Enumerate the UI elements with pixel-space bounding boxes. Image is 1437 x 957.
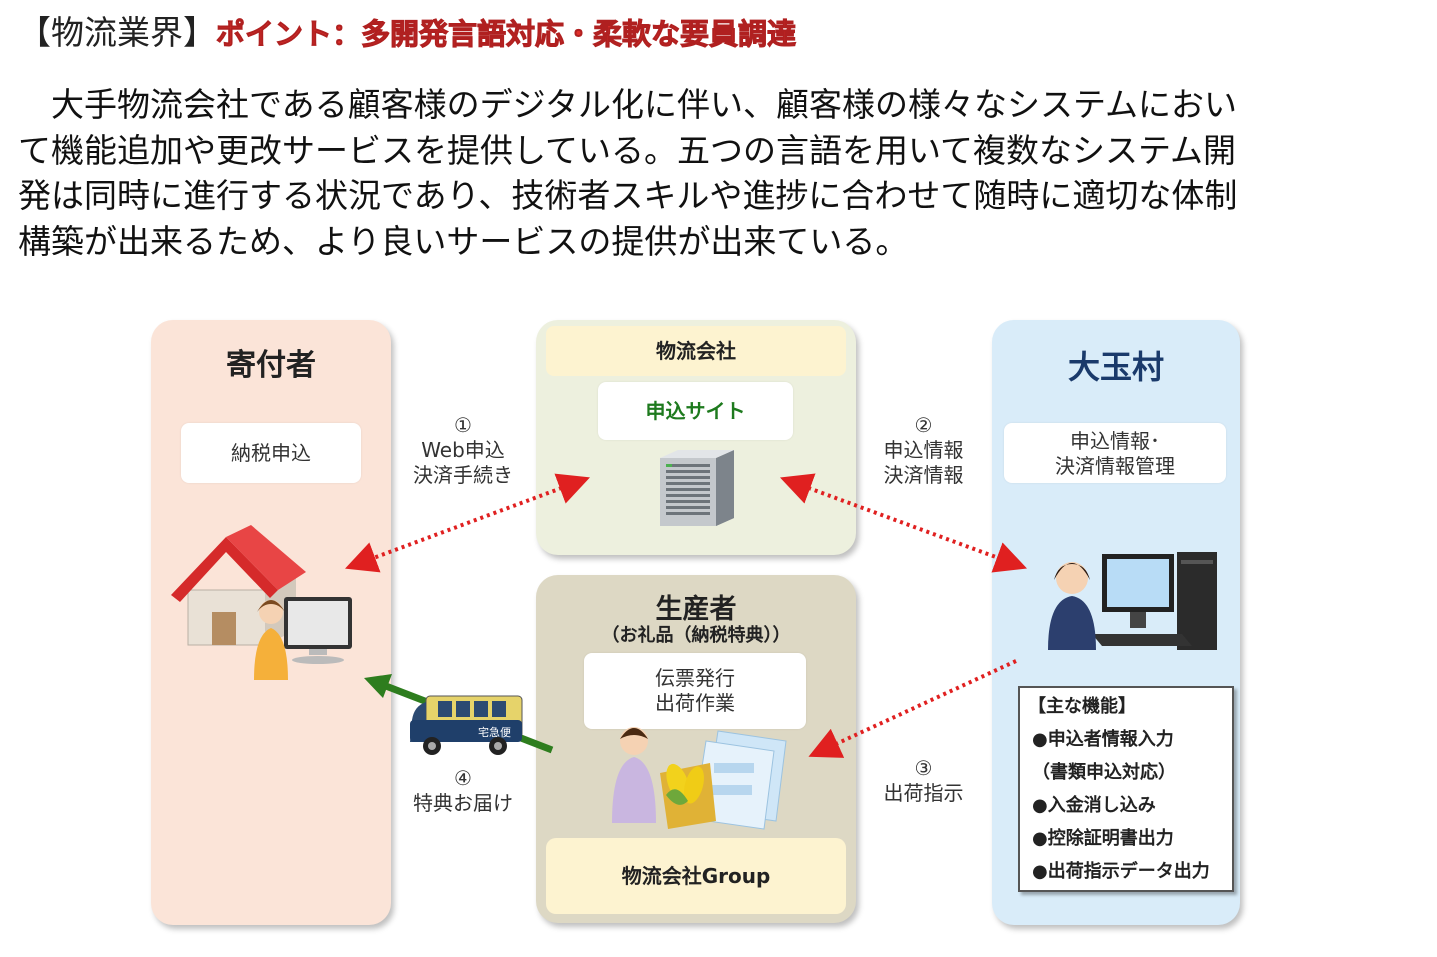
description-line: て機能追加や更改サービスを提供している。五つの言語を用いて複数なシステム開	[18, 130, 1237, 170]
step-2-number: ②	[914, 413, 933, 437]
heading-point: ポイント：多開発言語対応・柔軟な要員調達	[215, 17, 797, 52]
staff-body-icon	[1048, 596, 1096, 650]
info-management-box: 申込情報･ 決済情報管理	[1004, 423, 1226, 483]
step-4-label: ④ 特典お届け	[403, 766, 523, 816]
server-icon	[660, 450, 734, 526]
logistics-group-bar: 物流会社Group	[546, 838, 846, 914]
info-management-line1: 申込情報･	[1070, 429, 1160, 453]
function-item: ●控除証明書出力	[1032, 828, 1174, 849]
donor-person-body-icon	[254, 628, 288, 680]
donor-person-head-icon	[259, 600, 283, 624]
step-4-line1: 特典お届け	[413, 791, 513, 815]
application-site-label: 申込サイト	[645, 399, 746, 423]
step-2-line1: 申込情報	[883, 438, 964, 462]
application-site-box: 申込サイト	[598, 382, 793, 440]
description-line: 発は同時に進行する状況であり、技術者スキルや進捗に合わせて随時に適切な体制	[18, 176, 1238, 215]
step-2-label: ② 申込情報 決済情報	[866, 413, 981, 488]
step-3-number: ③	[914, 756, 933, 780]
step-1-line1: Web申込	[421, 438, 505, 462]
producer-illustration	[612, 727, 787, 830]
donor-home-illustration	[171, 525, 352, 680]
description-line: 大手物流会社である顧客様のデジタル化に伴い、顧客様の様々なシステムにおい	[18, 85, 1238, 124]
staff-head-icon	[1056, 562, 1088, 594]
section-heading: 【物流業界】ポイント：多開発言語対応・柔軟な要員調達	[18, 6, 797, 54]
step-1-line2: 決済手続き	[413, 463, 513, 487]
step-1-number: ①	[454, 413, 472, 437]
producer-person-body-icon	[612, 757, 656, 823]
village-title: 大玉村	[1067, 348, 1164, 386]
logistics-group-label: 物流会社Group	[621, 864, 771, 888]
heading-title: 【物流業界】	[18, 13, 216, 52]
step-1-label: ① Web申込 決済手続き	[403, 413, 523, 488]
function-item: （書類申込対応）	[1032, 762, 1176, 783]
function-item: ●申込者情報入力	[1032, 729, 1174, 750]
donor-title: 寄付者	[226, 348, 316, 383]
functions-title: 【主な機能】	[1028, 696, 1136, 717]
logistics-panel: 物流会社 申込サイト	[536, 320, 856, 555]
producer-panel: 生産者 （お礼品（納税特典）） 伝票発行 出荷作業 物流会社Group	[536, 575, 856, 923]
staff-pc-illustration	[1048, 552, 1217, 650]
tax-application-box: 納税申込	[181, 423, 361, 483]
main-functions-box: 【主な機能】 ●申込者情報入力 （書類申込対応） ●入金消し込み ●控除証明書出…	[1018, 686, 1234, 892]
pc-tower-icon	[1177, 552, 1217, 650]
function-item: ●出荷指示データ出力	[1032, 861, 1210, 882]
tax-application-label: 納税申込	[231, 441, 311, 465]
info-management-line2: 決済情報管理	[1055, 454, 1175, 478]
step-3-label: ③ 出荷指示	[866, 756, 981, 806]
house-roof-icon	[171, 537, 278, 602]
step-2-line2: 決済情報	[883, 463, 964, 487]
description-paragraph: 大手物流会社である顧客様のデジタル化に伴い、顧客様の様々なシステムにおい て機能…	[18, 82, 1428, 264]
logistics-title-bar: 物流会社	[546, 326, 846, 376]
shipping-work-line2: 出荷作業	[655, 691, 735, 715]
step-4-number: ④	[454, 766, 472, 790]
village-panel: 大玉村 申込情報･ 決済情報管理 【主な機能】 ●申込者情報入力 （書類申込対応…	[992, 320, 1240, 925]
logistics-title: 物流会社	[656, 339, 736, 363]
producer-subtitle: （お礼品（納税特典））	[601, 625, 791, 646]
house-door-icon	[212, 612, 236, 645]
description-line: 構築が出来るため、より良いサービスの提供が出来ている。	[18, 221, 909, 261]
delivery-truck-icon: 宅急便	[410, 695, 523, 755]
function-item: ●入金消し込み	[1032, 795, 1156, 816]
truck-text: 宅急便	[478, 725, 511, 739]
shipping-work-box: 伝票発行 出荷作業	[584, 653, 806, 729]
shipping-work-line1: 伝票発行	[655, 666, 735, 690]
step-3-line1: 出荷指示	[883, 781, 964, 805]
donor-panel: 寄付者 納税申込	[151, 320, 391, 925]
producer-title: 生産者	[655, 594, 737, 625]
